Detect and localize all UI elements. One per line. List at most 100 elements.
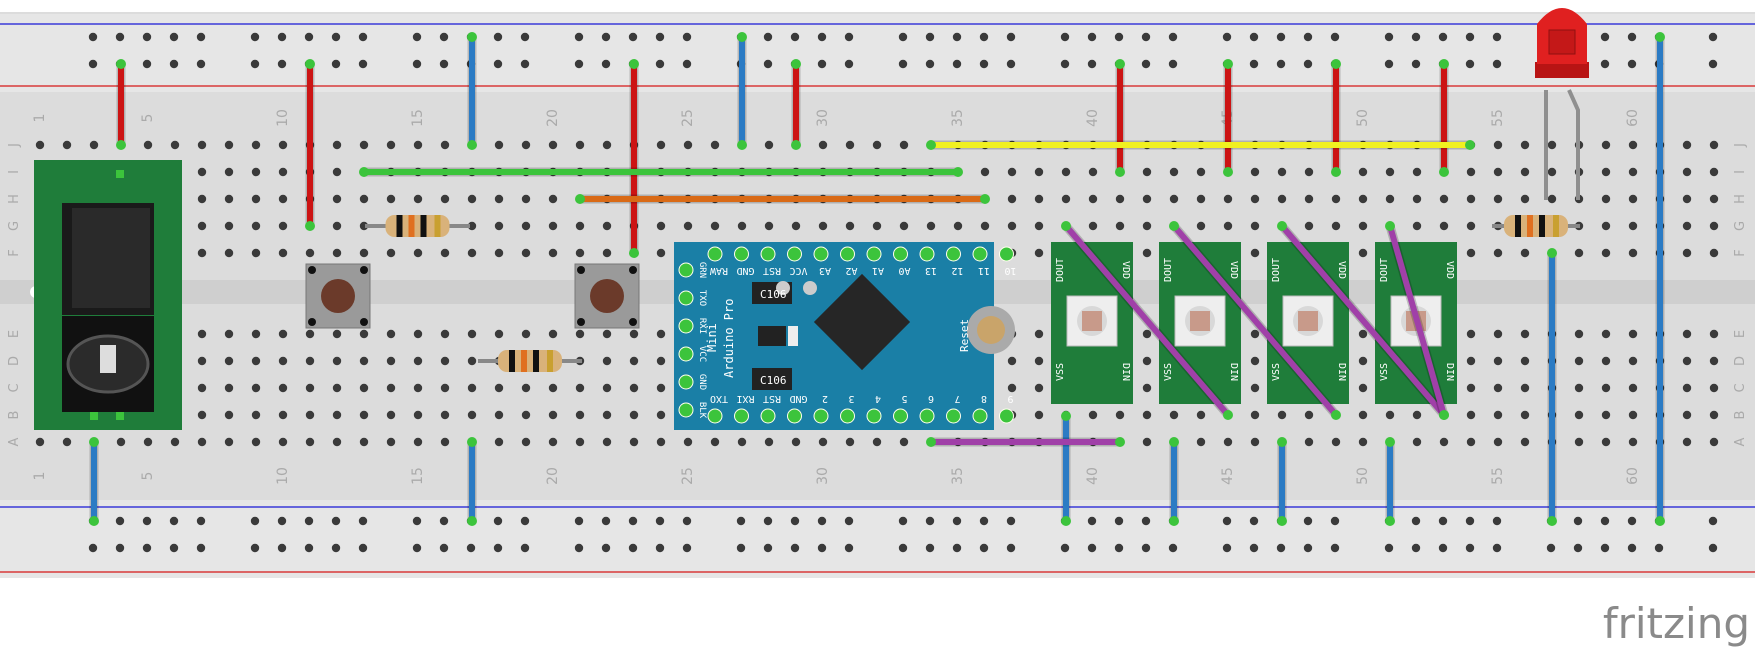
rail-hole [1006, 516, 1016, 526]
rail-hole [1330, 516, 1340, 526]
breadboard-hole [602, 437, 612, 447]
rail-hole [88, 32, 98, 42]
breadboard-hole [1574, 356, 1584, 366]
arduino-pin-label: GND [789, 393, 807, 404]
breadboard-hole [1250, 329, 1260, 339]
rail-hole [358, 516, 368, 526]
breadboard-hole [1601, 167, 1611, 177]
breadboard-hole [1682, 437, 1692, 447]
arduino-pin [972, 246, 988, 262]
breadboard-hole [1574, 329, 1584, 339]
breadboard-hole [1169, 167, 1179, 177]
dc-barrel-jack [34, 160, 182, 430]
rail-hole [1438, 32, 1448, 42]
rail-hole [979, 59, 989, 69]
breadboard-hole [1628, 410, 1638, 420]
column-number: 35 [950, 467, 966, 485]
rail-hole [304, 32, 314, 42]
rail-hole [898, 32, 908, 42]
led-module-die [1190, 311, 1210, 331]
column-number: 25 [680, 467, 696, 485]
breadboard-hole [1250, 248, 1260, 258]
breadboard-hole [1682, 410, 1692, 420]
row-letter: D [1733, 356, 1748, 366]
breadboard-hole [1628, 221, 1638, 231]
breadboard-hole [656, 140, 666, 150]
rail-hole [817, 516, 827, 526]
arduino-pin-label: 9 [1007, 393, 1013, 404]
breadboard-hole [1088, 167, 1098, 177]
breadboard-hole [1601, 329, 1611, 339]
arduino-pin [787, 408, 802, 424]
breadboard-hole [656, 437, 666, 447]
arduino-pin [678, 290, 694, 306]
breadboard-hole [1682, 194, 1692, 204]
breadboard-hole [1709, 383, 1719, 393]
breadboard-hole [1331, 437, 1341, 447]
breadboard-hole [548, 437, 558, 447]
row-letter: A [7, 437, 22, 446]
rail-hole [925, 59, 935, 69]
wire-purple [1063, 223, 1231, 418]
breadboard-hole [818, 221, 828, 231]
rail-hole [1330, 32, 1340, 42]
resistor-3 [1492, 215, 1580, 237]
breadboard-hole [1250, 356, 1260, 366]
row-letter: D [7, 356, 22, 366]
breadboard-hole [1034, 329, 1044, 339]
breadboard-hole [197, 221, 207, 231]
breadboard-hole [1304, 194, 1314, 204]
arduino-pin-label: 13 [925, 265, 937, 276]
breadboard-hole [1466, 248, 1476, 258]
rail-hole [1249, 59, 1259, 69]
arduino-pin-label: GND [697, 374, 707, 390]
breadboard-hole [548, 383, 558, 393]
rail-hole [142, 543, 152, 553]
wire-red-end [1223, 59, 1233, 69]
breadboard-hole [1142, 383, 1152, 393]
wire-red-end [629, 59, 639, 69]
breadboard-hole [413, 437, 423, 447]
breadboard-hole [575, 383, 585, 393]
rail-hole [682, 32, 692, 42]
wire-red-end [1439, 167, 1449, 177]
breadboard-hole [332, 410, 342, 420]
breadboard-hole [332, 167, 342, 177]
breadboard-hole [467, 221, 477, 231]
arduino-pin-label: TXO [697, 290, 707, 306]
rail-hole [655, 516, 665, 526]
resistor-band [396, 215, 403, 237]
breadboard-hole [494, 248, 504, 258]
resistor-band [434, 215, 441, 237]
led-module-die [1298, 311, 1318, 331]
breadboard-hole [1601, 248, 1611, 258]
wire-blue-end [89, 437, 99, 447]
breadboard-hole [332, 383, 342, 393]
breadboard-hole [224, 329, 234, 339]
breadboard-hole [1250, 410, 1260, 420]
rail-hole [304, 516, 314, 526]
wire-blue-end [1277, 437, 1287, 447]
arduino-pin-label: 8 [981, 393, 987, 404]
breadboard-hole [1682, 329, 1692, 339]
breadboard-hole [575, 437, 585, 447]
resistor-band [1553, 215, 1559, 237]
breadboard-hole [197, 383, 207, 393]
breadboard-hole [1493, 383, 1503, 393]
breadboard-hole [683, 140, 693, 150]
rail-hole [817, 59, 827, 69]
breadboard-hole [332, 221, 342, 231]
wire-red-end [116, 140, 126, 150]
rail-hole [493, 59, 503, 69]
breadboard-hole [413, 410, 423, 420]
arduino-pin-label: 3 [848, 393, 854, 404]
rail-hole [1303, 32, 1313, 42]
rail-hole [628, 543, 638, 553]
breadboard-hole [548, 140, 558, 150]
breadboard-hole [1709, 410, 1719, 420]
breadboard-hole [1304, 410, 1314, 420]
breadboard-hole [251, 410, 261, 420]
rail-hole [1492, 516, 1502, 526]
breadboard-hole [413, 140, 423, 150]
rail-hole [439, 59, 449, 69]
